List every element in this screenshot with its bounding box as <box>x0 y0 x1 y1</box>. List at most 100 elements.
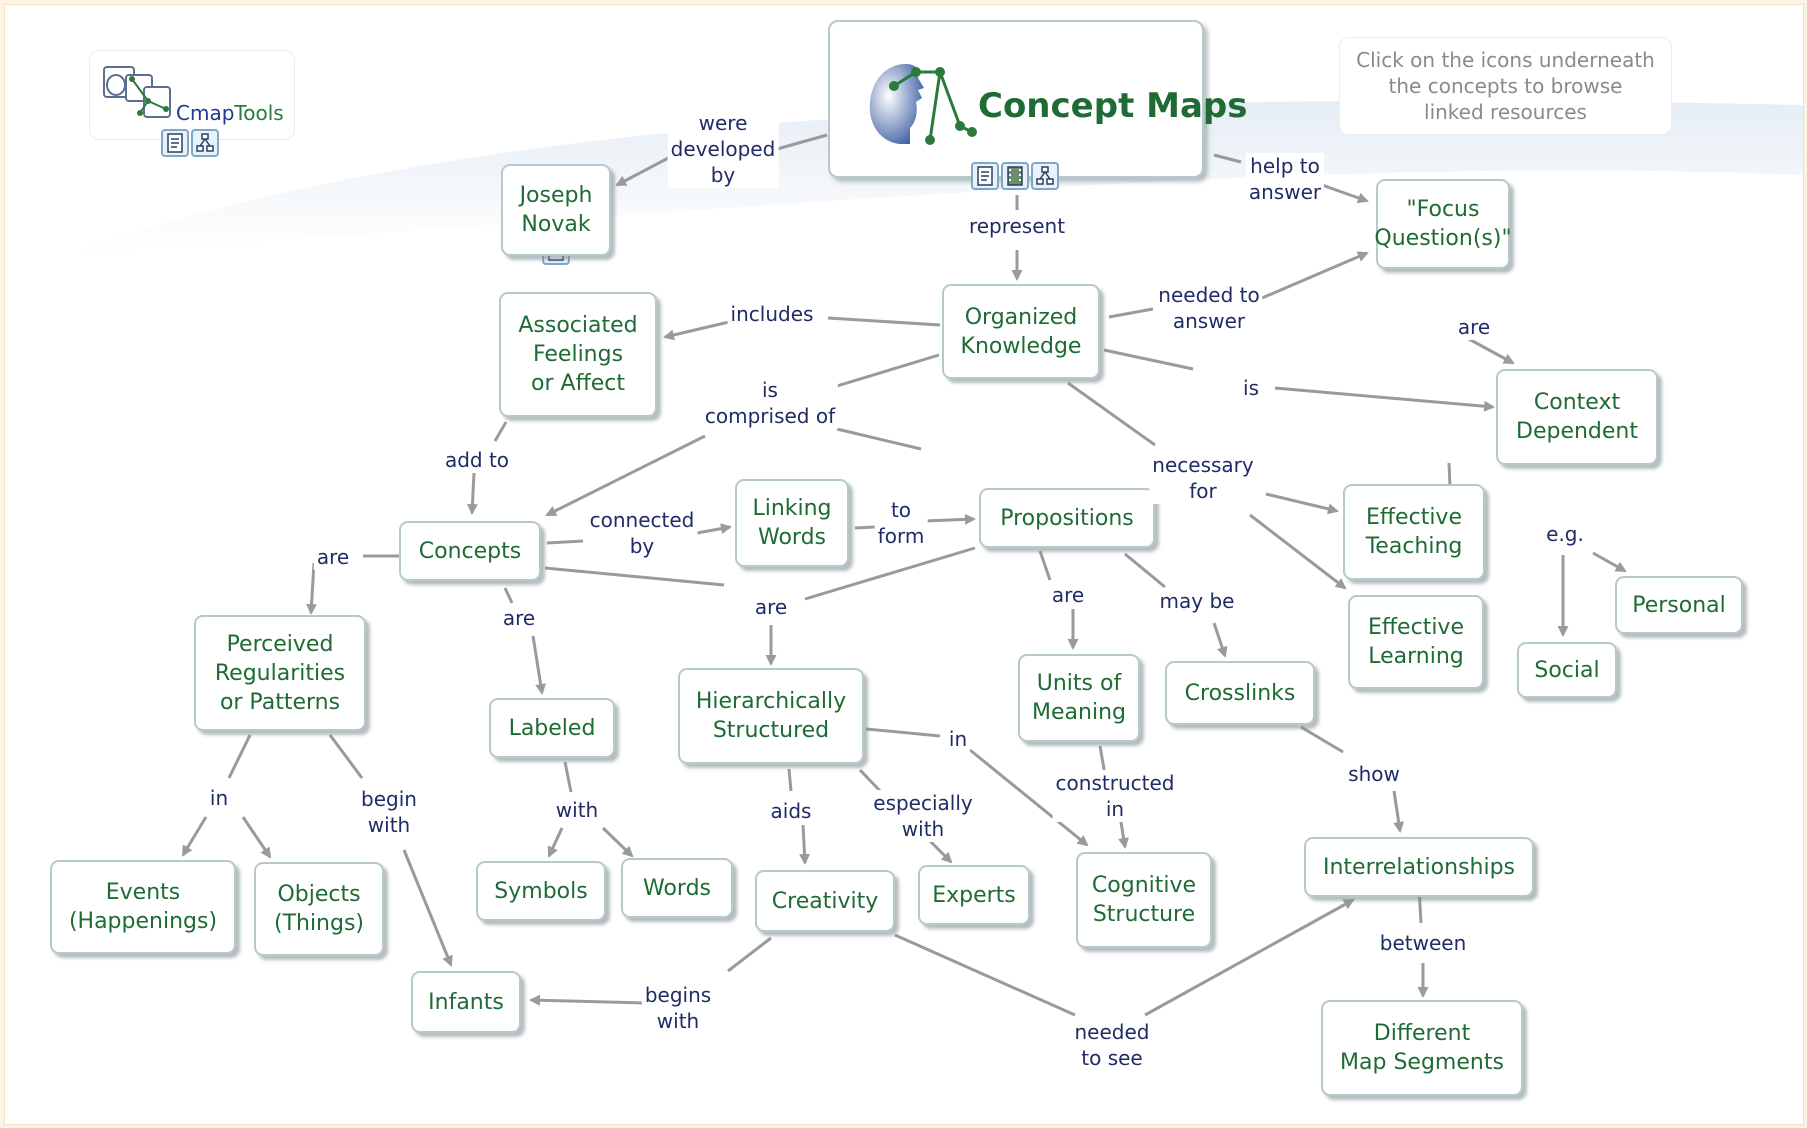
concept-labeled[interactable]: Labeled <box>489 698 615 758</box>
concept-interrelationships[interactable]: Interrelationships <box>1304 837 1534 897</box>
link-arrow-12 <box>924 513 976 525</box>
link-label-represent: represent <box>965 213 1069 239</box>
link-line-26 <box>1300 725 1344 754</box>
link-line-22 <box>865 727 941 738</box>
link-label-with-labeled: with <box>552 797 602 823</box>
link-line-8 <box>493 421 508 442</box>
link-arrow-21 <box>241 816 272 859</box>
link-label-includes: includes <box>727 301 817 327</box>
link-arrow-9 <box>1265 492 1339 515</box>
link-label-is: is <box>1240 375 1262 401</box>
logo-text-cmap: Cmap <box>176 101 235 125</box>
concept-map-icon[interactable] <box>191 129 219 157</box>
link-label-in-hier: in <box>945 726 971 752</box>
link-label-especially-with: especially with <box>870 790 976 842</box>
link-line-29 <box>894 933 1076 1017</box>
concept-propositions[interactable]: Propositions <box>979 488 1155 548</box>
concept-events[interactable]: Events (Happenings) <box>50 860 236 954</box>
link-label-between: between <box>1376 930 1470 956</box>
document-icon[interactable] <box>161 129 189 157</box>
head-network-icon <box>869 64 977 145</box>
concept-objects[interactable]: Objects (Things) <box>254 862 384 956</box>
link-arrow-31 <box>529 994 646 1006</box>
concept-focus-questions[interactable]: "Focus Question(s)" <box>1374 179 1512 269</box>
link-label-may-be: may be <box>1156 588 1238 614</box>
link-arrow-23 <box>547 827 564 858</box>
link-label-necessary-for: necessary for <box>1149 452 1257 504</box>
link-arrow-20 <box>181 816 208 857</box>
link-line-1 <box>1213 153 1242 164</box>
concept-joseph-novak[interactable]: Joseph Novak <box>501 164 611 256</box>
link-arrow-22 <box>402 849 453 967</box>
link-arrow-10 <box>1249 513 1347 590</box>
link-label-help-to-answer: help to answer <box>1245 153 1325 205</box>
link-line-14 <box>544 566 725 587</box>
link-arrow-3 <box>1261 251 1369 300</box>
concept-concepts[interactable]: Concepts <box>399 521 541 581</box>
concept-associated-feelings[interactable]: Associated Feelings or Affect <box>499 292 657 417</box>
link-line-10 <box>546 539 584 545</box>
link-label-are-hierarchical: are <box>751 594 791 620</box>
link-label-are-focus: are <box>1454 314 1494 340</box>
map-title: Concept Maps <box>978 86 1248 126</box>
logo-text-tools: Tools <box>234 101 284 125</box>
link-arrow-26 <box>799 824 811 865</box>
concept-map-icon[interactable] <box>1031 162 1059 190</box>
concept-context-dependent[interactable]: Context Dependent <box>1496 369 1658 465</box>
link-label-show: show <box>1345 761 1403 787</box>
link-lines <box>181 133 1627 1017</box>
concept-social[interactable]: Social <box>1517 642 1617 698</box>
link-line-20 <box>328 734 364 779</box>
link-line-11 <box>854 525 876 530</box>
film-icon[interactable] <box>1001 162 1029 190</box>
link-label-are-units: are <box>1048 582 1088 608</box>
concept-linking-words[interactable]: Linking Words <box>735 479 849 567</box>
concept-experts[interactable]: Experts <box>918 865 1030 925</box>
link-label-add-to: add to <box>441 447 513 473</box>
link-label-begins-with: begins with <box>641 982 715 1034</box>
link-arrow-8 <box>466 472 478 515</box>
link-arrow-19 <box>1212 622 1228 658</box>
concept-words[interactable]: Words <box>621 858 733 918</box>
link-line-7 <box>1067 381 1156 447</box>
link-label-are-concepts-labeled: are <box>499 605 539 631</box>
link-line-18 <box>503 587 514 604</box>
concept-units-of-meaning[interactable]: Units of Meaning <box>1018 654 1140 742</box>
concept-cognitive-structure[interactable]: Cognitive Structure <box>1076 852 1212 948</box>
concept-organized-knowledge[interactable]: Organized Knowledge <box>942 284 1100 379</box>
link-line-6 <box>836 353 940 388</box>
cmaptools-logo: CmapTools <box>89 50 295 140</box>
link-arrow-7 <box>545 434 706 517</box>
link-line-17 <box>1124 552 1166 589</box>
link-line-28 <box>727 936 772 973</box>
concept-creativity[interactable]: Creativity <box>755 870 895 932</box>
link-label-begin-with: begin with <box>358 786 420 838</box>
concept-perceived-regularities[interactable]: Perceived Regularities or Patterns <box>194 615 366 731</box>
concept-hierarchically-structured[interactable]: Hierarchically Structured <box>678 668 864 764</box>
link-arrow-5 <box>1466 336 1515 365</box>
link-arrow-1 <box>1321 183 1369 204</box>
concept-crosslinks[interactable]: Crosslinks <box>1165 661 1315 725</box>
cmaptools-wordmark: CmapTools <box>176 101 284 125</box>
link-label-needed-to-answer: needed to answer <box>1155 282 1263 334</box>
concept-effective-teaching[interactable]: Effective Teaching <box>1343 484 1485 580</box>
link-label-to-form: to form <box>874 497 928 549</box>
title-concept-node[interactable]: Concept Maps <box>828 20 1248 178</box>
link-arrow-15 <box>306 562 318 615</box>
link-line-4 <box>827 316 941 327</box>
concept-infants[interactable]: Infants <box>411 971 521 1033</box>
concept-map-canvas: CmapTools Click on the icons underneath … <box>4 4 1804 1125</box>
link-line-19 <box>227 734 252 779</box>
link-line-9 <box>836 427 922 451</box>
link-label-aids: aids <box>767 798 815 824</box>
concept-symbols[interactable]: Symbols <box>476 861 606 921</box>
link-arrow-11 <box>696 523 732 535</box>
concept-personal[interactable]: Personal <box>1615 576 1743 634</box>
concept-different-map-segments[interactable]: Different Map Segments <box>1321 1000 1523 1096</box>
concept-effective-learning[interactable]: Effective Learning <box>1348 595 1484 689</box>
link-line-23 <box>787 768 793 792</box>
link-arrow-4 <box>663 320 730 341</box>
link-arrow-24 <box>601 826 634 858</box>
link-arrow-6 <box>1274 386 1495 412</box>
document-icon[interactable] <box>971 162 999 190</box>
